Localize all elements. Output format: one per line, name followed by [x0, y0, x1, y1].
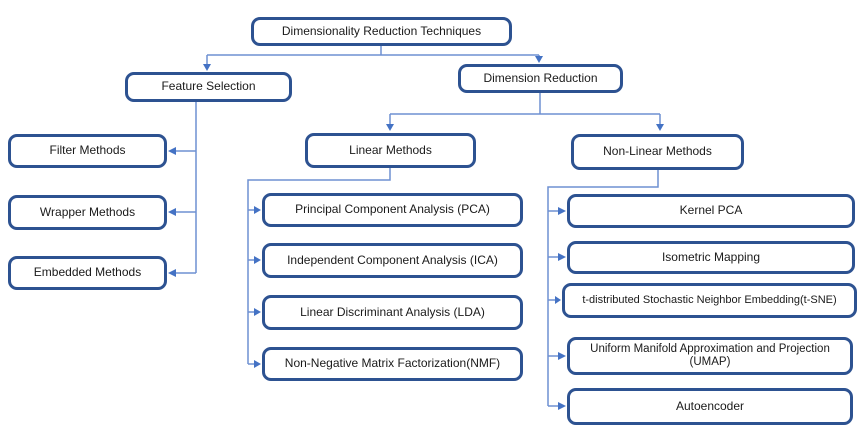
node-wrapper-methods: Wrapper Methods	[8, 195, 167, 230]
node-label: Principal Component Analysis (PCA)	[295, 202, 490, 217]
node-label: Non-Negative Matrix Factorization(NMF)	[284, 356, 501, 371]
arrowhead-embedded-methods	[168, 269, 176, 277]
node-label: Uniform Manifold Approximation and Proje…	[590, 342, 830, 368]
node-label: Isometric Mapping	[661, 249, 761, 264]
connector-linear-children	[247, 168, 391, 365]
arrowhead-autoencoder	[558, 402, 566, 410]
arrowhead-umap	[558, 352, 566, 360]
node-label: Independent Component Analysis (ICA)	[287, 252, 498, 267]
node-dimension-reduction: Dimension Reduction	[458, 64, 623, 93]
node-label: Linear Methods	[349, 142, 432, 157]
node-label: t-distributed Stochastic Neighbor Embedd…	[582, 294, 837, 307]
node-tsne: t-distributed Stochastic Neighbor Embedd…	[562, 283, 857, 318]
node-linear-methods: Linear Methods	[305, 133, 476, 168]
arrowhead-linear-methods	[386, 124, 394, 131]
node-autoencoder: Autoencoder	[567, 388, 853, 425]
arrowhead-kernel-pca	[558, 207, 566, 215]
node-filter-methods: Filter Methods	[8, 134, 167, 168]
node-non-linear-methods: Non-Linear Methods	[571, 134, 744, 170]
node-label: Linear Discriminant Analysis (LDA)	[300, 304, 485, 319]
node-label: Non-Linear Methods	[603, 144, 712, 159]
arrowhead-ica	[254, 256, 261, 264]
node-label: Wrapper Methods	[39, 204, 136, 219]
node-independent-component-analysis: Independent Component Analysis (ICA)	[262, 243, 523, 278]
node-label: Filter Methods	[49, 143, 126, 158]
arrowhead-tsne	[555, 296, 561, 304]
arrowhead-dimension-reduction	[535, 56, 543, 63]
connector-nonlinear-children	[547, 170, 659, 407]
node-label: Embedded Methods	[33, 265, 142, 280]
node-isometric-mapping: Isometric Mapping	[567, 241, 855, 274]
node-label: Dimension Reduction	[483, 70, 598, 85]
node-kernel-pca: Kernel PCA	[567, 194, 855, 228]
arrowhead-feature-selection	[203, 64, 211, 71]
connector-featsel-children	[176, 102, 197, 274]
node-feature-selection: Feature Selection	[125, 72, 292, 102]
node-dimensionality-reduction-techniques: Dimensionality Reduction Techniques	[251, 17, 512, 46]
arrowhead-wrapper-methods	[168, 208, 176, 216]
node-non-negative-matrix-factorization: Non-Negative Matrix Factorization(NMF)	[262, 347, 523, 381]
connector-dimred-children	[389, 93, 661, 125]
node-label: Autoencoder	[675, 398, 745, 413]
node-umap: Uniform Manifold Approximation and Proje…	[567, 337, 853, 375]
node-embedded-methods: Embedded Methods	[8, 256, 167, 290]
arrowhead-nonlinear-methods	[656, 124, 664, 131]
connector-root-children	[206, 46, 540, 64]
arrowhead-nmf	[254, 360, 261, 368]
arrowhead-lda	[254, 308, 261, 316]
arrowhead-isometric-mapping	[558, 253, 566, 261]
node-label: Dimensionality Reduction Techniques	[281, 23, 482, 38]
node-label: Feature Selection	[161, 79, 256, 94]
arrowhead-filter-methods	[168, 147, 176, 155]
arrowhead-pca	[254, 206, 261, 214]
node-label: Kernel PCA	[679, 203, 743, 218]
node-principal-component-analysis: Principal Component Analysis (PCA)	[262, 193, 523, 227]
node-linear-discriminant-analysis: Linear Discriminant Analysis (LDA)	[262, 295, 523, 330]
